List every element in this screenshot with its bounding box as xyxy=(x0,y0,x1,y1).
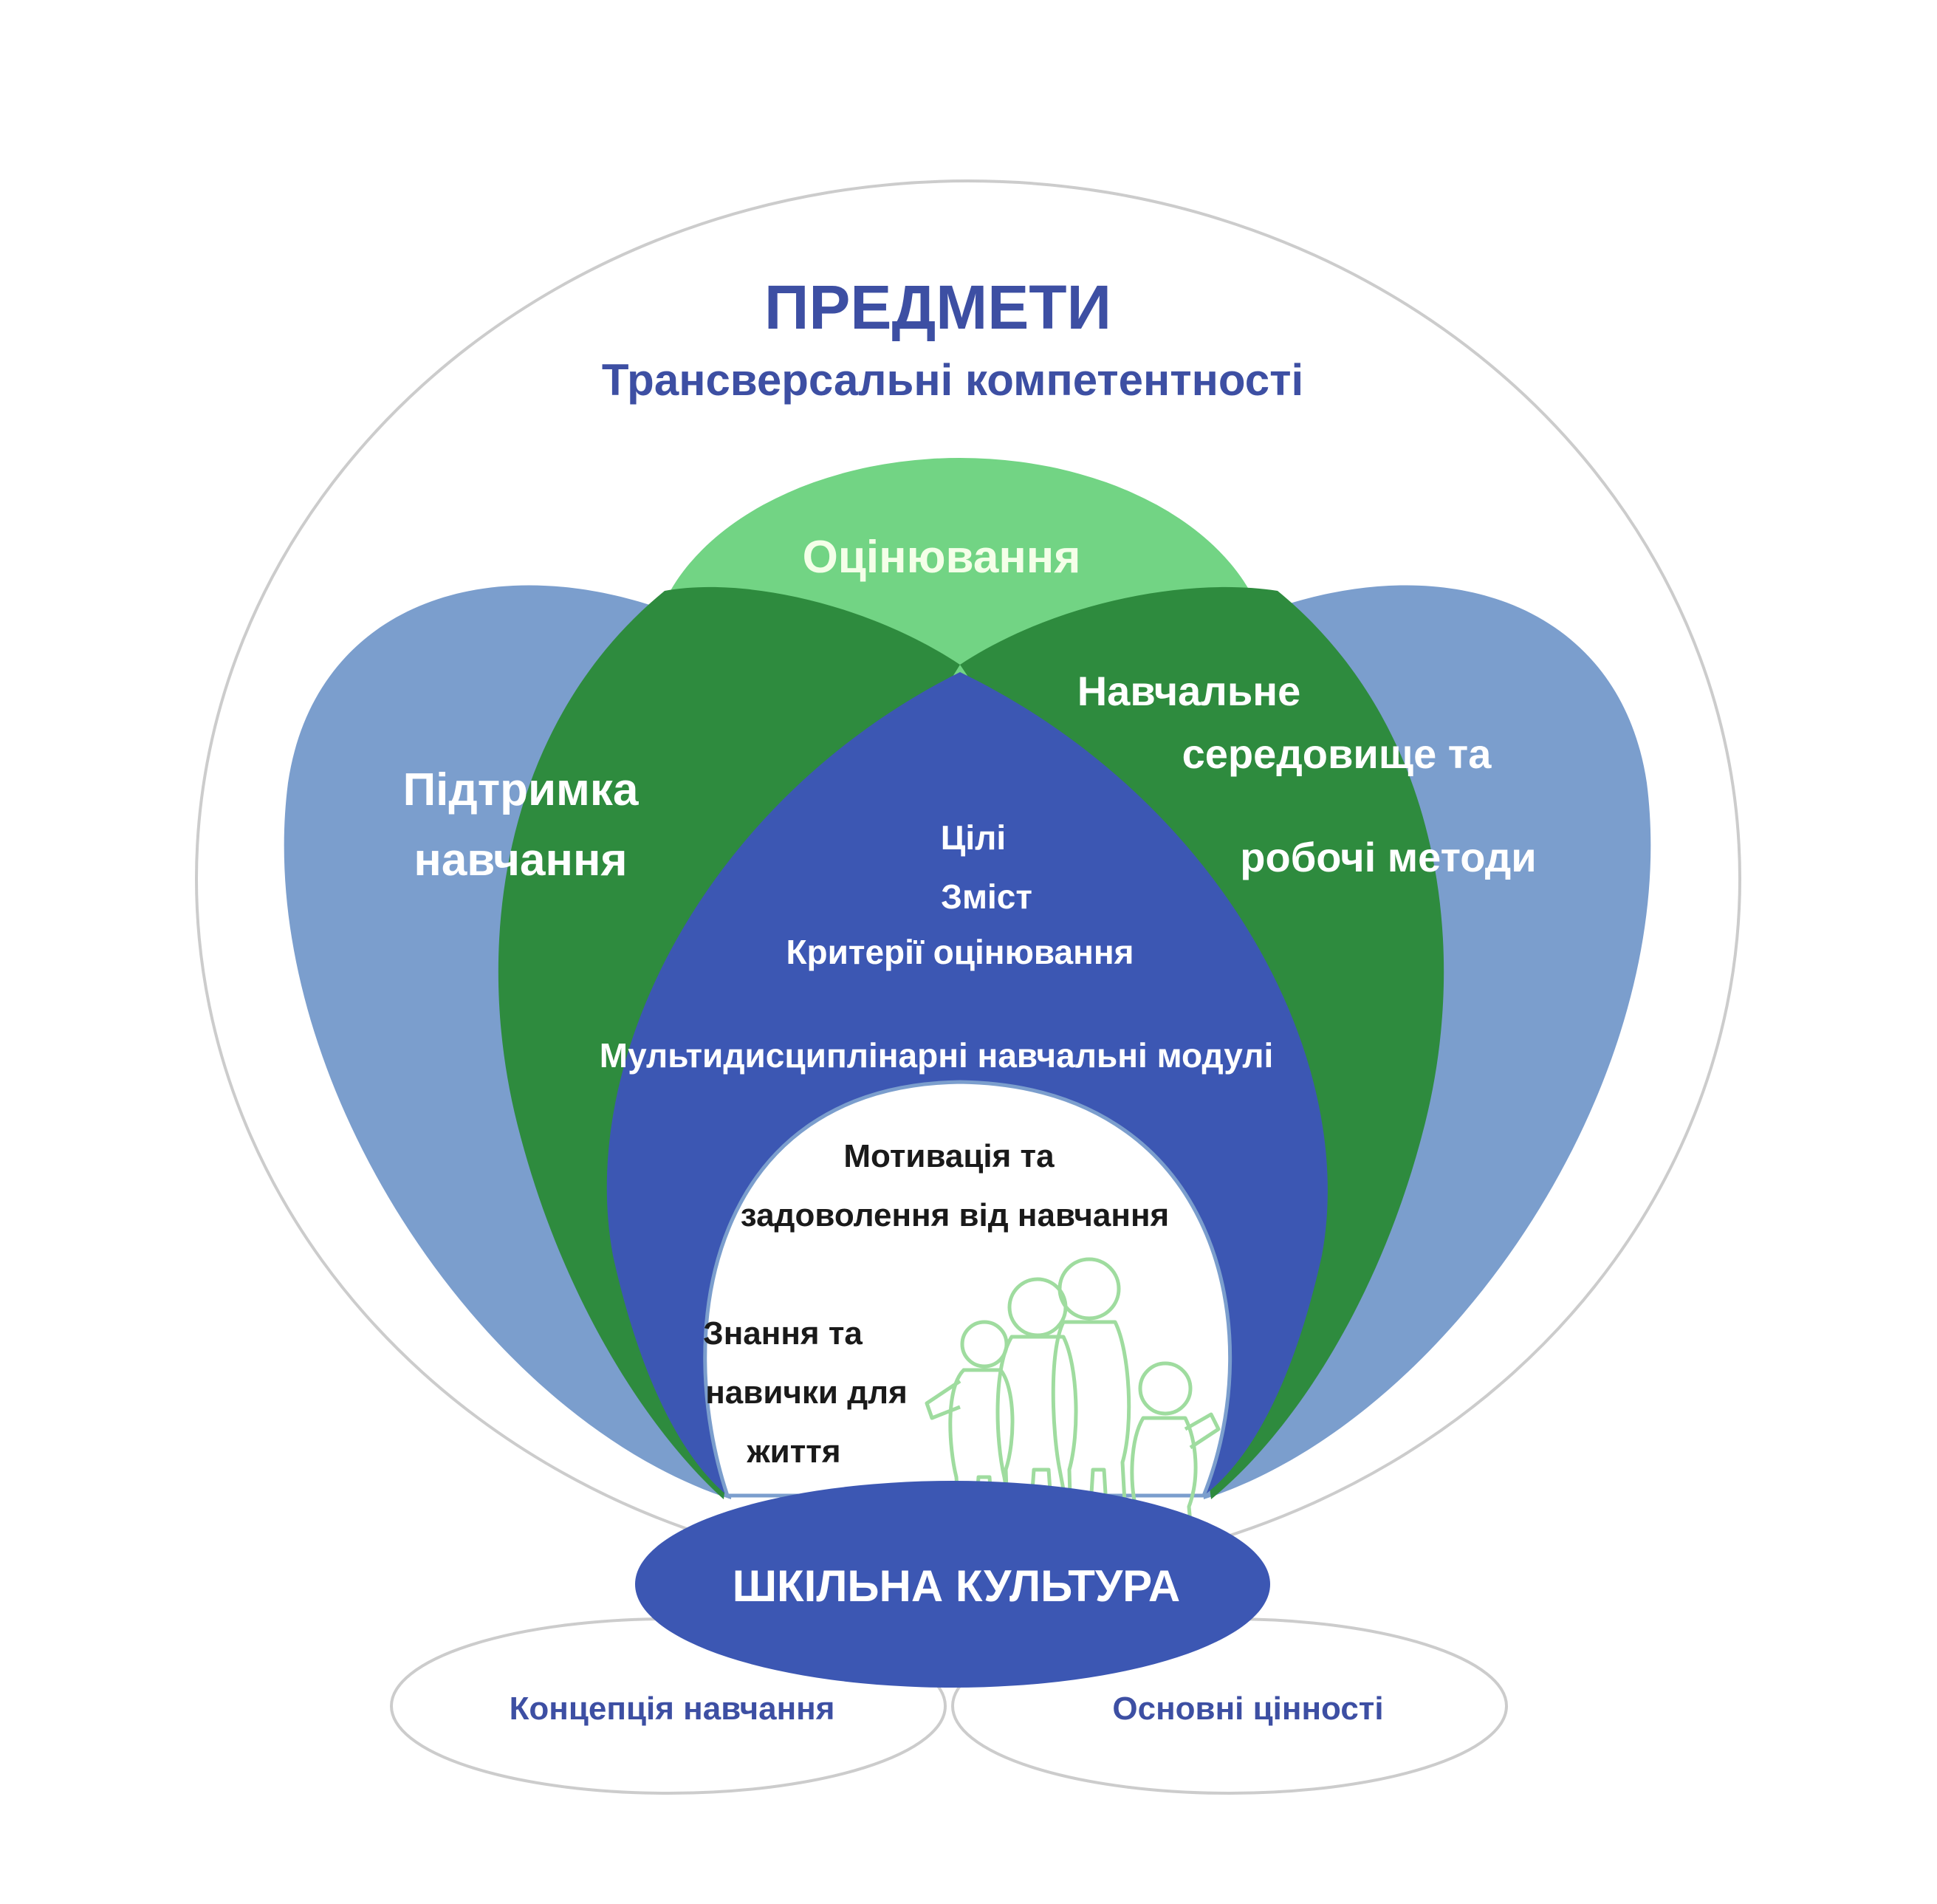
support-label-line1: Підтримка xyxy=(403,764,639,815)
environment-label-line3: робочі методи xyxy=(1240,834,1536,880)
core-item-criteria: Критерії оцінювання xyxy=(786,933,1134,971)
child-body-1 xyxy=(948,1368,1015,1531)
life-skills-line2: навички для xyxy=(705,1374,908,1411)
support-label-line2: навчання xyxy=(414,835,627,886)
school-culture-ellipse xyxy=(635,1481,1270,1688)
learning-concept-label: Концепція навчання xyxy=(510,1691,835,1727)
child-head-4 xyxy=(1138,1361,1193,1416)
page-title: ПРЕДМЕТИ xyxy=(764,273,1111,342)
motivation-line1: Мотивація та xyxy=(843,1138,1055,1174)
child-arm-1 xyxy=(925,1379,961,1420)
child-body-2 xyxy=(995,1335,1078,1524)
environment-label-line2: середовище та xyxy=(1182,730,1492,777)
core-values-label: Основні цінності xyxy=(1112,1691,1383,1727)
core-item-content: Зміст xyxy=(941,877,1032,916)
child-arm-4 xyxy=(1184,1412,1221,1450)
motivation-line2: задоволення від навчання xyxy=(741,1197,1169,1233)
environment-label-line1: Навчальне xyxy=(1077,668,1301,714)
core-item-goals: Цілі xyxy=(941,818,1006,857)
child-head-3 xyxy=(1057,1257,1121,1321)
assessment-label: Оцінювання xyxy=(803,532,1081,583)
page-subtitle: Трансверсальні компетентності xyxy=(602,355,1303,405)
child-body-3 xyxy=(1051,1320,1131,1531)
life-skills-line1: Знання та xyxy=(703,1315,863,1352)
student-dome xyxy=(703,1080,1233,1498)
school-culture-label: ШКІЛЬНА КУЛЬТУРА xyxy=(733,1561,1181,1611)
life-skills-line3: життя xyxy=(746,1434,840,1470)
modules-label: Мультидисциплінарні навчальні модулі xyxy=(600,1036,1273,1075)
